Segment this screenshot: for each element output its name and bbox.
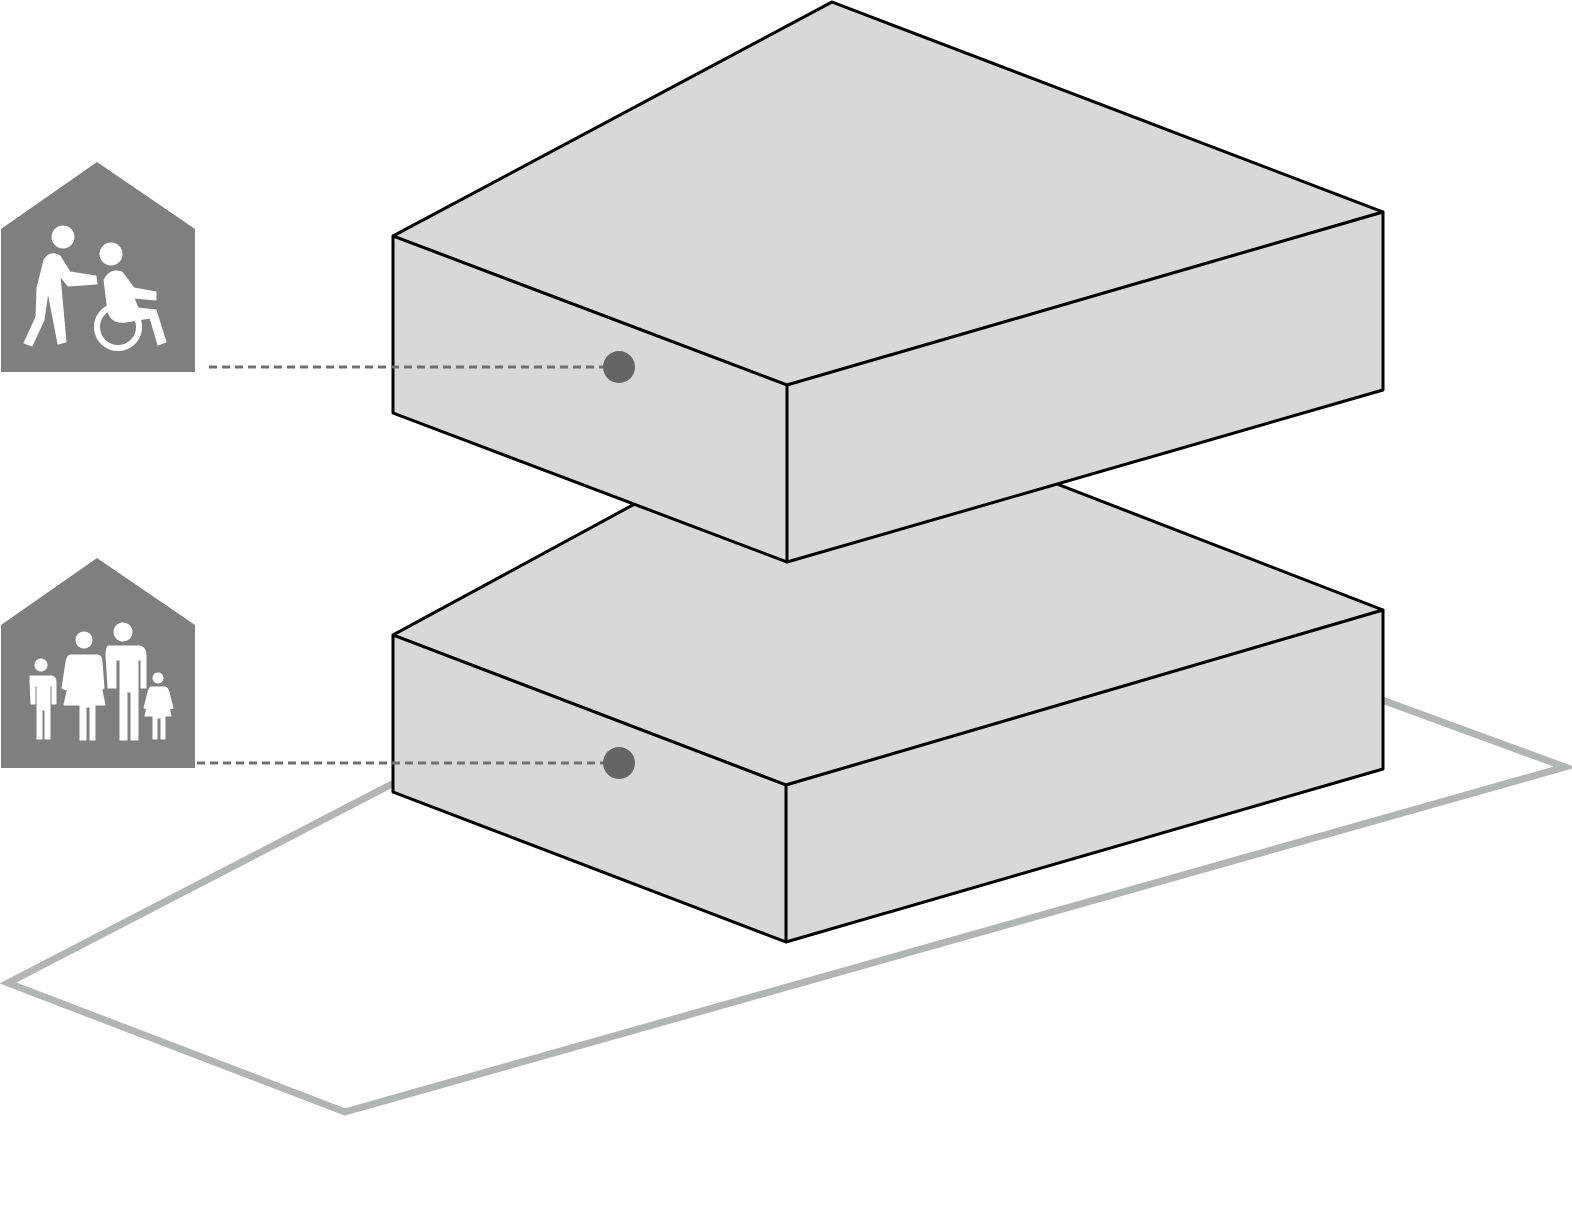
lower-volume-right-face — [784, 608, 1385, 944]
family-woman-body — [61, 654, 106, 741]
upper-volume — [391, 0, 1385, 564]
family-man-head — [113, 622, 133, 642]
upper-marker-dot — [603, 351, 635, 383]
wheelchair-wheel — [94, 303, 142, 351]
family-girl-head — [152, 672, 164, 684]
site-boundary-outline — [0, 696, 1572, 1116]
lower-volume — [391, 395, 1385, 944]
family-man-body — [105, 645, 147, 741]
caregiver-wheelchair-icon — [1, 162, 195, 372]
house-badge-upper — [1, 162, 195, 372]
wheelchair-user-body — [103, 270, 167, 346]
wheelchair-user-head — [99, 242, 123, 266]
caregiver-body — [23, 253, 98, 347]
family-woman-head — [75, 631, 93, 649]
family-girl-body — [143, 686, 174, 740]
lower-marker-dot — [603, 747, 635, 779]
family-boy-head — [34, 658, 48, 672]
family-boy-body — [29, 675, 57, 740]
caregiver-head — [51, 225, 75, 249]
upper-volume-right-face — [785, 210, 1385, 564]
family-icon — [1, 558, 195, 768]
